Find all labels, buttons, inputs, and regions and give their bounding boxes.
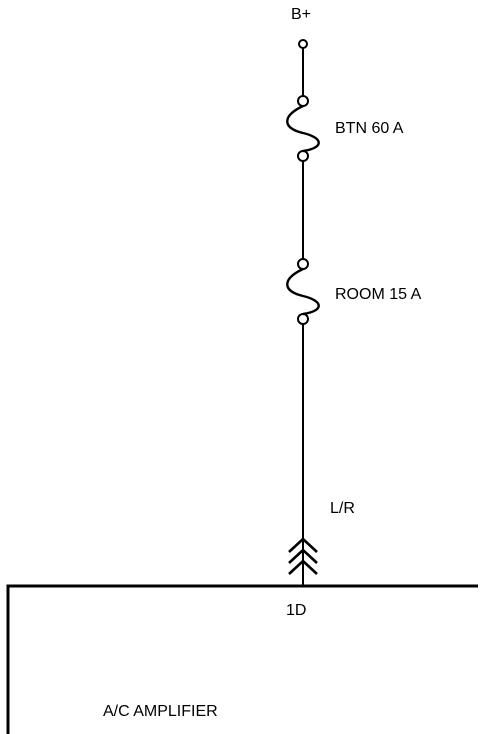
fuse-btn-symbol — [286, 95, 320, 162]
connector-symbol — [288, 537, 318, 575]
fuse-btn-label: BTN 60 A — [335, 120, 404, 137]
component-name-label: A/C AMPLIFIER — [103, 703, 218, 720]
fuse-room-label: ROOM 15 A — [335, 286, 422, 303]
supply-label: B+ — [291, 6, 312, 23]
wire-color-label: L/R — [330, 500, 355, 517]
connector-pin-label: 1D — [286, 602, 307, 619]
fuse-room-symbol — [286, 258, 320, 325]
component-outline — [6, 584, 478, 734]
supply-terminal — [298, 39, 308, 49]
